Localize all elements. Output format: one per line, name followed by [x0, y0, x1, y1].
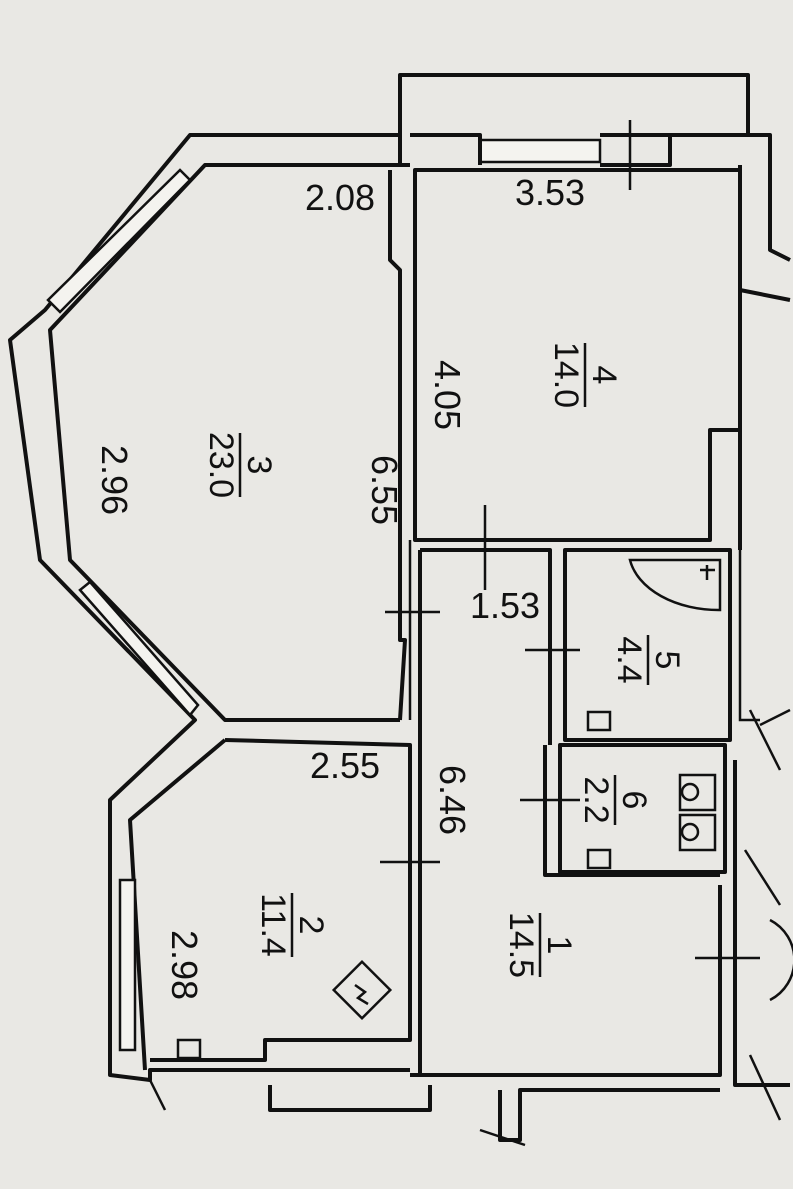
room-2-number: 2	[292, 916, 330, 935]
dim-6-55: 6.55	[364, 455, 405, 525]
room-1-number: 1	[540, 936, 578, 955]
room-label-6: 6 2.2	[577, 775, 653, 825]
dim-2-55: 2.55	[310, 745, 380, 786]
room-5-number: 5	[648, 651, 686, 670]
dim-1-53: 1.53	[470, 585, 540, 626]
room-2-area: 11.4	[254, 893, 292, 957]
room-3-area: 23.0	[202, 432, 240, 498]
corridor-walls	[410, 548, 722, 1077]
room-5-area: 4.4	[610, 636, 648, 683]
room-4-number: 4	[585, 366, 623, 385]
dim-4-05: 4.05	[427, 360, 468, 430]
room-label-3: 3 23.0	[202, 432, 278, 498]
room-1-area: 14.5	[502, 912, 540, 978]
room-3-walls	[388, 170, 412, 721]
windows	[46, 138, 602, 1052]
dim-2-98: 2.98	[164, 930, 205, 1000]
room-5-walls	[563, 548, 732, 742]
room-4-area: 14.0	[547, 342, 585, 408]
room-label-5: 5 4.4	[610, 635, 686, 685]
room-label-4: 4 14.0	[547, 342, 623, 408]
dimension-labels: 2.08 3.53 2.96 6.55 4.05 1.53 2.55 6.46 …	[94, 172, 585, 1000]
entrance-door-arc	[769, 918, 793, 1002]
room-6-area: 2.2	[577, 776, 615, 823]
room-label-2: 2 11.4	[254, 893, 330, 957]
dim-2-08: 2.08	[305, 177, 375, 218]
room-2-walls	[150, 738, 412, 1062]
outer-walls	[8, 133, 410, 1082]
bottom-walls	[148, 1079, 720, 1142]
room-6-walls	[558, 743, 727, 874]
dim-6-46: 6.46	[432, 765, 473, 835]
room-6-number: 6	[615, 791, 653, 810]
room-3-number: 3	[240, 456, 278, 475]
room-4-walls	[413, 168, 742, 542]
dim-3-53: 3.53	[515, 172, 585, 213]
dim-2-96: 2.96	[94, 445, 135, 515]
room-label-1: 1 14.5	[502, 912, 578, 978]
dimension-ticks	[380, 120, 782, 1147]
